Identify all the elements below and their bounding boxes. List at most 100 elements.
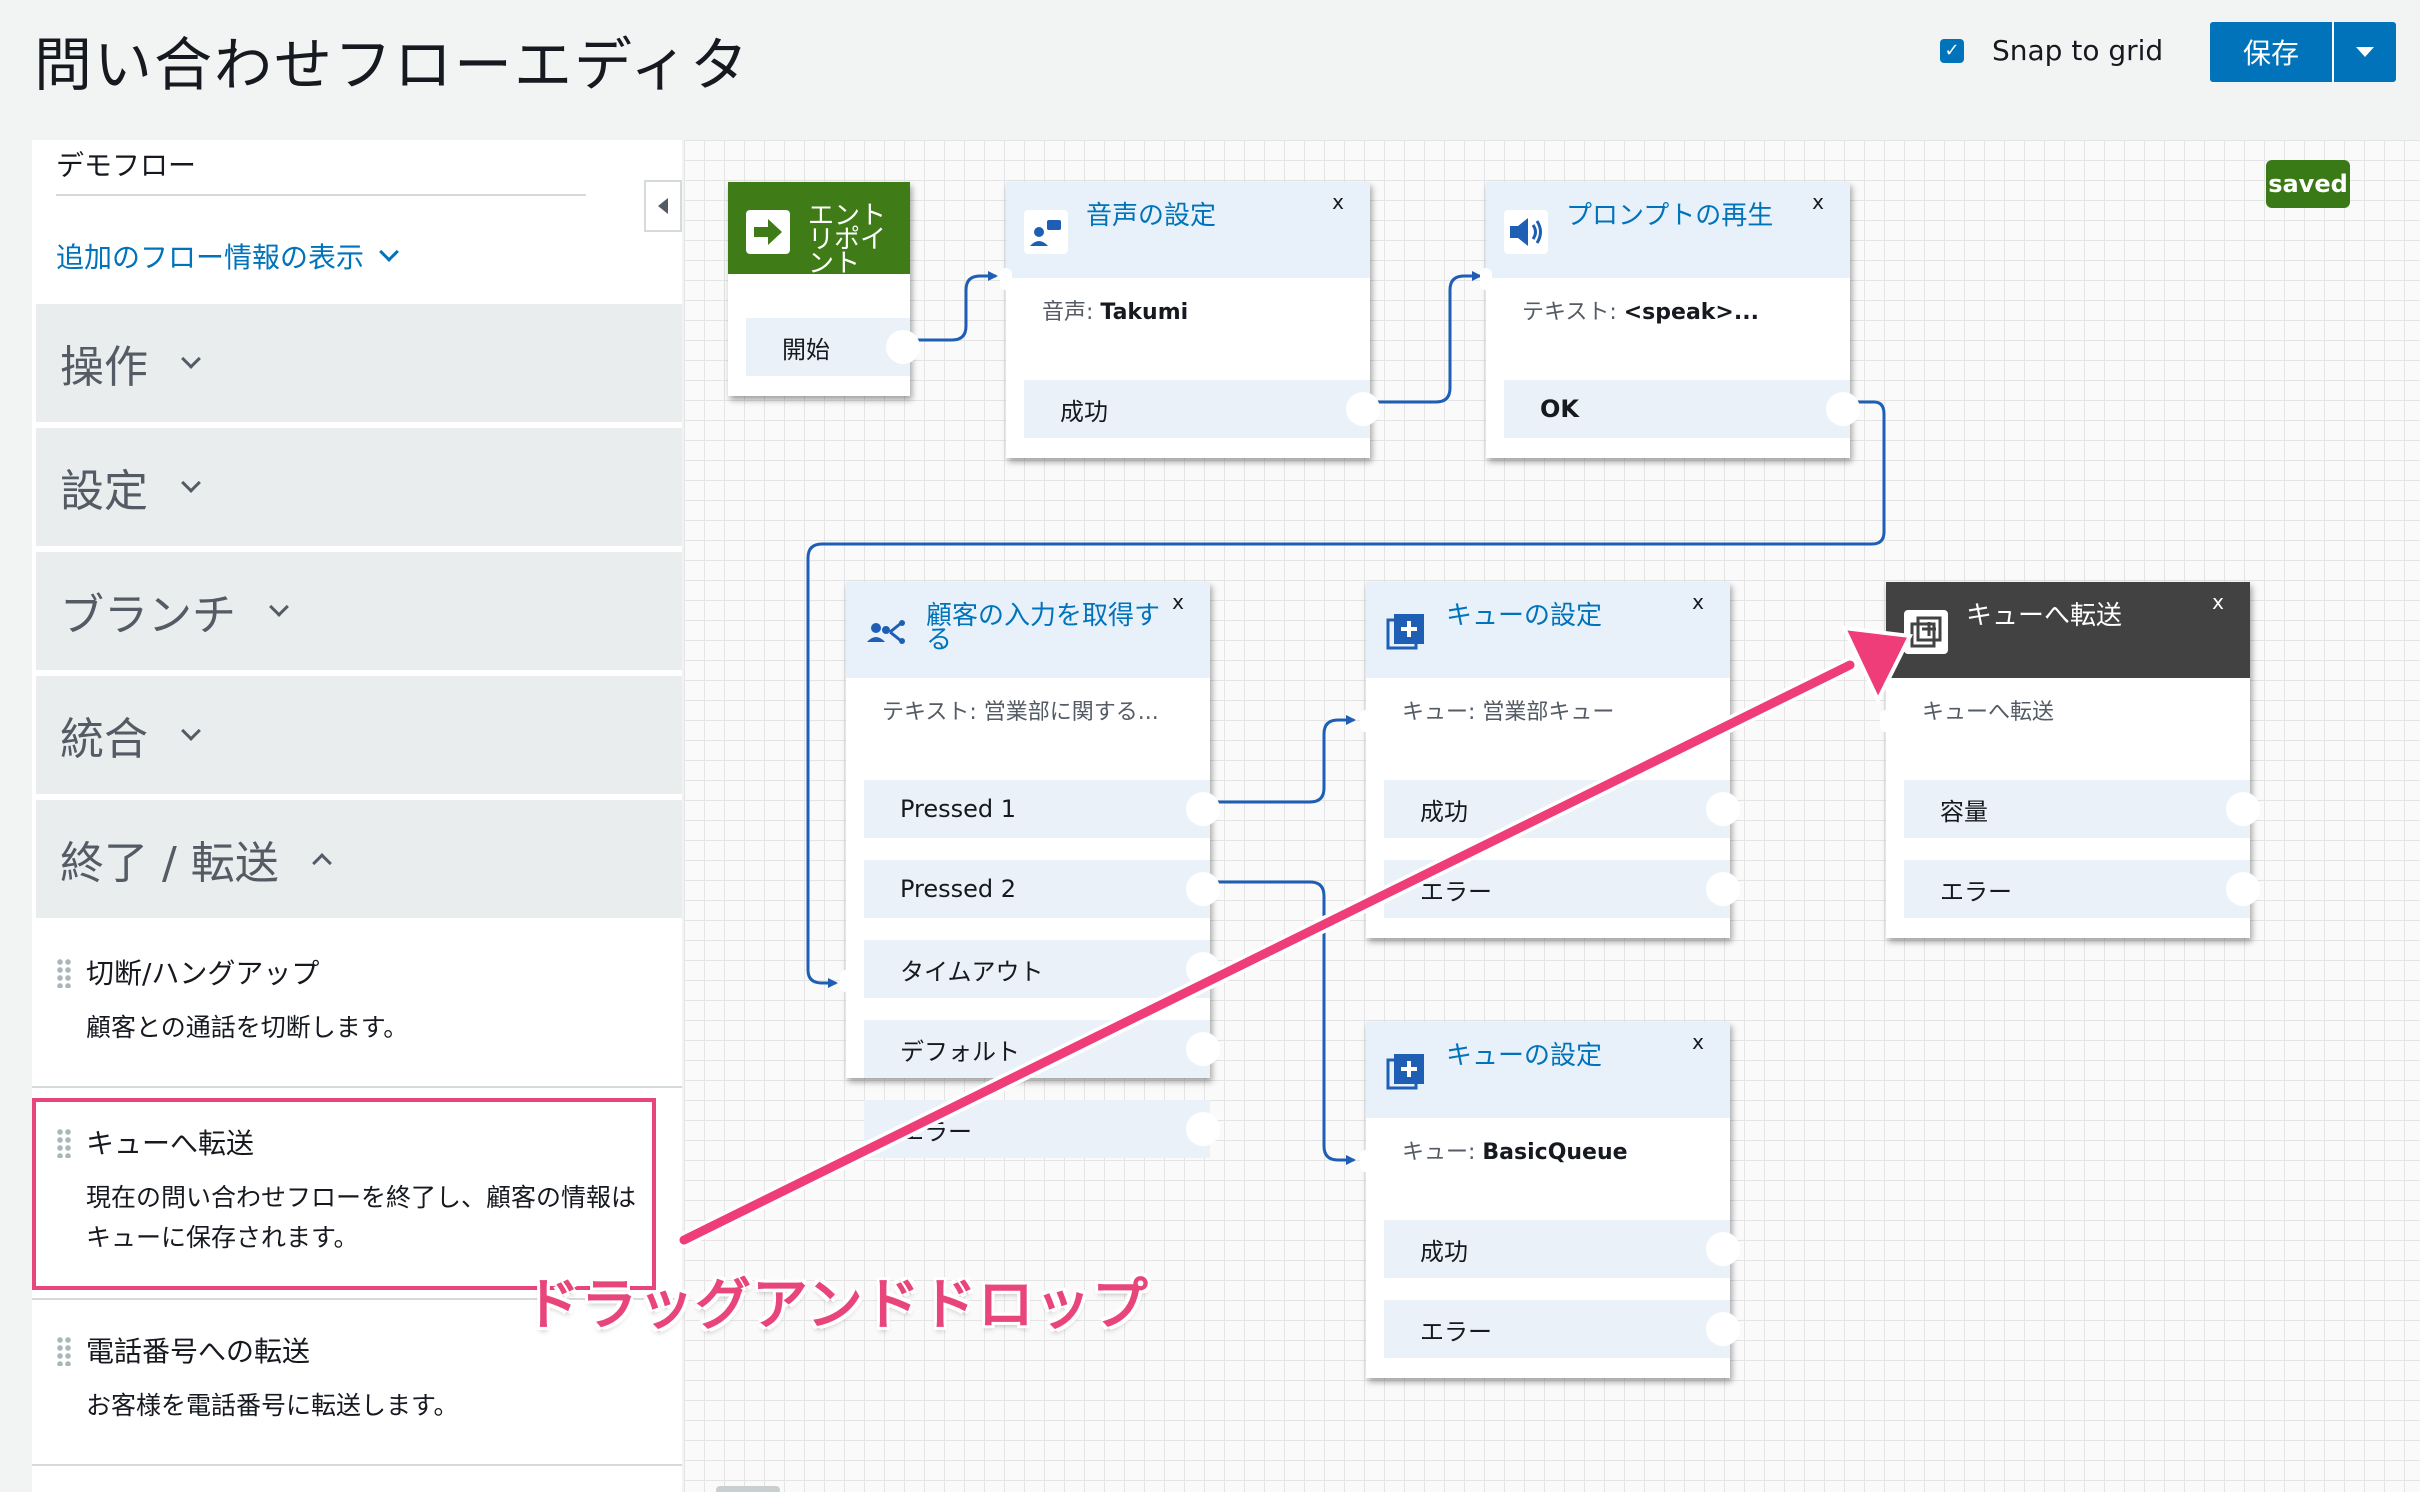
close-icon[interactable]: x bbox=[1812, 190, 1824, 214]
output-port[interactable] bbox=[1706, 792, 1740, 826]
output-port[interactable] bbox=[2226, 792, 2260, 826]
block-title: 顧客の入力を取得する bbox=[926, 601, 1161, 655]
branch-error: エラー bbox=[1384, 860, 1740, 918]
branch-timeout: タイムアウト bbox=[864, 940, 1220, 998]
branch-label: 成功 bbox=[1420, 1237, 1468, 1266]
block-set-voice[interactable]: 音声の設定 x 音声: Takumi 成功 bbox=[1000, 182, 1380, 458]
flow-canvas[interactable]: saved エントリポイント 開始 bbox=[684, 140, 2420, 1492]
section-integration[interactable]: 統合 bbox=[36, 676, 682, 794]
snap-to-grid[interactable]: ✓ Snap to grid bbox=[1940, 34, 2163, 67]
block-play-prompt[interactable]: プロンプトの再生 x テキスト: <speak>... OK bbox=[1480, 182, 1860, 458]
output-port[interactable] bbox=[1706, 872, 1740, 906]
block-info: キュー: 営業部キュー bbox=[1402, 700, 1615, 725]
block-header: キューへ転送 x bbox=[1886, 582, 2250, 678]
divider bbox=[32, 1298, 682, 1300]
block-title: 音声の設定 bbox=[1086, 201, 1217, 231]
output-port[interactable] bbox=[1706, 1232, 1740, 1266]
save-dropdown-button[interactable] bbox=[2332, 22, 2396, 82]
section-label: ブランチ bbox=[60, 590, 236, 641]
customer-input-icon bbox=[867, 620, 905, 644]
output-port[interactable] bbox=[1346, 392, 1380, 426]
save-button-group: 保存 bbox=[2210, 22, 2396, 82]
block-item-title: 電話番号への転送 bbox=[86, 1335, 311, 1368]
input-port[interactable] bbox=[840, 970, 852, 992]
snap-checkbox[interactable]: ✓ bbox=[1940, 38, 1964, 63]
save-button[interactable]: 保存 bbox=[2210, 22, 2332, 82]
drag-handle-icon[interactable] bbox=[56, 958, 72, 988]
section-actions[interactable]: 操作 bbox=[36, 304, 682, 422]
block-header: キューの設定 x bbox=[1366, 1022, 1730, 1118]
block-item-disconnect[interactable]: 切断/ハングアップ 顧客との通話を切断します。 bbox=[56, 952, 656, 1092]
close-icon[interactable]: x bbox=[1692, 1030, 1704, 1054]
output-port[interactable] bbox=[886, 330, 920, 364]
branch-label: 成功 bbox=[1420, 797, 1468, 826]
branch-error: エラー bbox=[1904, 860, 2260, 918]
queue-transfer-icon bbox=[1904, 610, 1948, 654]
speaker-icon bbox=[1504, 210, 1548, 254]
canvas-scrollbar[interactable] bbox=[716, 1486, 780, 1492]
highlight-box bbox=[32, 1098, 656, 1290]
block-item-title: キューへ転送 bbox=[86, 1127, 255, 1160]
input-port[interactable] bbox=[1360, 1150, 1372, 1172]
block-item-desc: 現在の問い合わせフローを終了し、顧客の情報はキューに保存されます。 bbox=[86, 1183, 637, 1252]
info-value: <speak>... bbox=[1623, 300, 1759, 325]
branch-pressed-1: Pressed 1 bbox=[864, 780, 1220, 838]
input-port[interactable] bbox=[1880, 710, 1892, 732]
branch-start: 開始 bbox=[746, 318, 920, 376]
drag-handle-icon[interactable] bbox=[56, 1128, 72, 1158]
caret-down-icon bbox=[2356, 47, 2374, 57]
block-header: 音声の設定 x bbox=[1006, 182, 1370, 278]
input-port[interactable] bbox=[1360, 710, 1372, 732]
flow-name[interactable]: デモフロー bbox=[56, 140, 586, 196]
page-title: 問い合わせフローエディタ bbox=[34, 31, 750, 99]
voice-icon bbox=[1024, 210, 1068, 254]
collapse-sidebar-button[interactable] bbox=[644, 180, 682, 232]
drag-handle-icon[interactable] bbox=[56, 1336, 72, 1366]
block-item-desc: 顧客との通話を切断します。 bbox=[86, 1013, 409, 1042]
branch-capacity: 容量 bbox=[1904, 780, 2260, 838]
block-transfer-to-queue[interactable]: キューへ転送 x キューへ転送 容量 エラー bbox=[1880, 582, 2260, 938]
info-value: BasicQueue bbox=[1482, 1140, 1628, 1165]
output-port[interactable] bbox=[1186, 1112, 1220, 1146]
block-item-transfer-to-phone[interactable]: 電話番号への転送 お客様を電話番号に転送します。 bbox=[56, 1330, 656, 1470]
output-port[interactable] bbox=[1186, 1032, 1220, 1066]
close-icon[interactable]: x bbox=[1332, 190, 1344, 214]
section-settings[interactable]: 設定 bbox=[36, 428, 682, 546]
block-library-sidebar: デモフロー 追加のフロー情報の表示 操作 設定 ブランチ 統合 終了 / 転送 … bbox=[32, 140, 682, 1492]
section-branch[interactable]: ブランチ bbox=[36, 552, 682, 670]
input-port[interactable] bbox=[1480, 268, 1492, 290]
input-port[interactable] bbox=[1000, 268, 1012, 290]
block-info: テキスト: <speak>... bbox=[1522, 294, 1759, 326]
section-label: 操作 bbox=[60, 342, 148, 393]
block-title: キューの設定 bbox=[1446, 601, 1603, 631]
close-icon[interactable]: x bbox=[1172, 590, 1184, 614]
section-label: 設定 bbox=[60, 466, 148, 517]
output-port[interactable] bbox=[2226, 872, 2260, 906]
output-port[interactable] bbox=[1706, 1312, 1740, 1346]
block-get-customer-input[interactable]: 顧客の入力を取得する x テキスト: 営業部に関する... Pressed 1 … bbox=[840, 582, 1220, 1158]
branch-success: 成功 bbox=[1024, 380, 1380, 438]
section-label: 統合 bbox=[60, 714, 148, 765]
header: 問い合わせフローエディタ ✓ Snap to grid 保存 bbox=[0, 0, 2420, 140]
output-port[interactable] bbox=[1186, 792, 1220, 826]
info-value: Takumi bbox=[1100, 300, 1189, 325]
output-port[interactable] bbox=[1186, 872, 1220, 906]
output-port[interactable] bbox=[1826, 392, 1860, 426]
branch-label: エラー bbox=[1420, 877, 1492, 906]
block-set-queue-2[interactable]: キューの設定 x キュー: BasicQueue 成功 エラー bbox=[1360, 1022, 1740, 1378]
queue-add-icon bbox=[1386, 1054, 1424, 1090]
section-terminate-transfer[interactable]: 終了 / 転送 bbox=[36, 800, 682, 918]
block-header: 顧客の入力を取得する x bbox=[846, 582, 1210, 678]
close-icon[interactable]: x bbox=[2212, 590, 2224, 614]
section-label: 終了 / 転送 bbox=[60, 838, 279, 889]
close-icon[interactable]: x bbox=[1692, 590, 1704, 614]
drag-drop-annotation: ドラッグアンドドロップ bbox=[524, 1273, 1149, 1338]
block-title: キューへ転送 bbox=[1966, 601, 2123, 631]
arrow-head-icon bbox=[1840, 625, 1914, 705]
block-entry-point[interactable]: エントリポイント 開始 bbox=[728, 182, 920, 396]
info-label: 音声: bbox=[1042, 300, 1101, 325]
block-item-transfer-to-queue[interactable]: キューへ転送 現在の問い合わせフローを終了し、顧客の情報はキューに保存されます。 bbox=[56, 1122, 656, 1262]
more-info-link[interactable]: 追加のフロー情報の表示 bbox=[56, 236, 399, 276]
block-info: キュー: BasicQueue bbox=[1402, 1134, 1628, 1166]
entry-arrow-icon bbox=[746, 210, 790, 254]
